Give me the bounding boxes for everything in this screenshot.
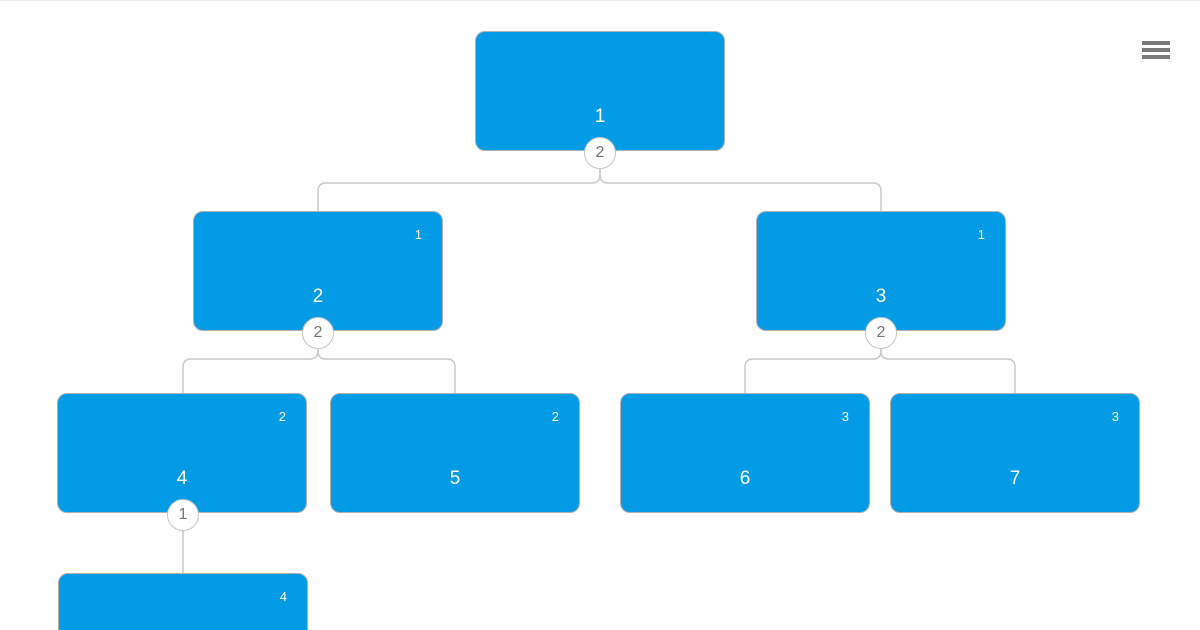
org-node-5[interactable]: 2 5 (330, 393, 580, 513)
parent-id-tag: 3 (1111, 409, 1119, 424)
parent-id-tag: 3 (841, 409, 849, 424)
node-label: 2 (312, 286, 324, 307)
menu-bar (1142, 41, 1170, 45)
node-label: 7 (1009, 468, 1021, 489)
connector-3-6 (744, 349, 882, 393)
org-node-4[interactable]: 2 4 (57, 393, 307, 513)
children-count-badge-node-2[interactable]: 2 (302, 317, 334, 349)
menu-bar (1142, 48, 1170, 52)
connector-1-3 (599, 169, 882, 211)
children-count-badge-node-1[interactable]: 2 (584, 137, 616, 169)
org-node-6[interactable]: 3 6 (620, 393, 870, 513)
parent-id-tag: 1 (414, 227, 422, 242)
node-label: 3 (875, 286, 887, 307)
node-label: 6 (739, 468, 751, 489)
org-node-7[interactable]: 3 7 (890, 393, 1140, 513)
parent-id-tag: 4 (279, 589, 287, 604)
parent-id-tag: 2 (278, 409, 286, 424)
children-count-badge-node-4[interactable]: 1 (167, 499, 199, 531)
hamburger-menu-icon[interactable] (1142, 41, 1170, 59)
node-label: 5 (449, 468, 461, 489)
connector-2-5 (317, 349, 456, 393)
node-label: 1 (594, 106, 606, 127)
parent-id-tag: 2 (551, 409, 559, 424)
parent-id-tag: 1 (977, 227, 985, 242)
org-node-1[interactable]: 1 (475, 31, 725, 151)
node-label: 4 (176, 468, 188, 489)
org-node-2[interactable]: 1 2 (193, 211, 443, 331)
org-node-8[interactable]: 4 (58, 573, 308, 630)
children-count-badge-node-3[interactable]: 2 (865, 317, 897, 349)
connector-3-7 (880, 349, 1016, 393)
connector-1-2 (317, 169, 601, 211)
org-node-3[interactable]: 1 3 (756, 211, 1006, 331)
menu-bar (1142, 55, 1170, 59)
connector-2-4 (182, 349, 319, 393)
